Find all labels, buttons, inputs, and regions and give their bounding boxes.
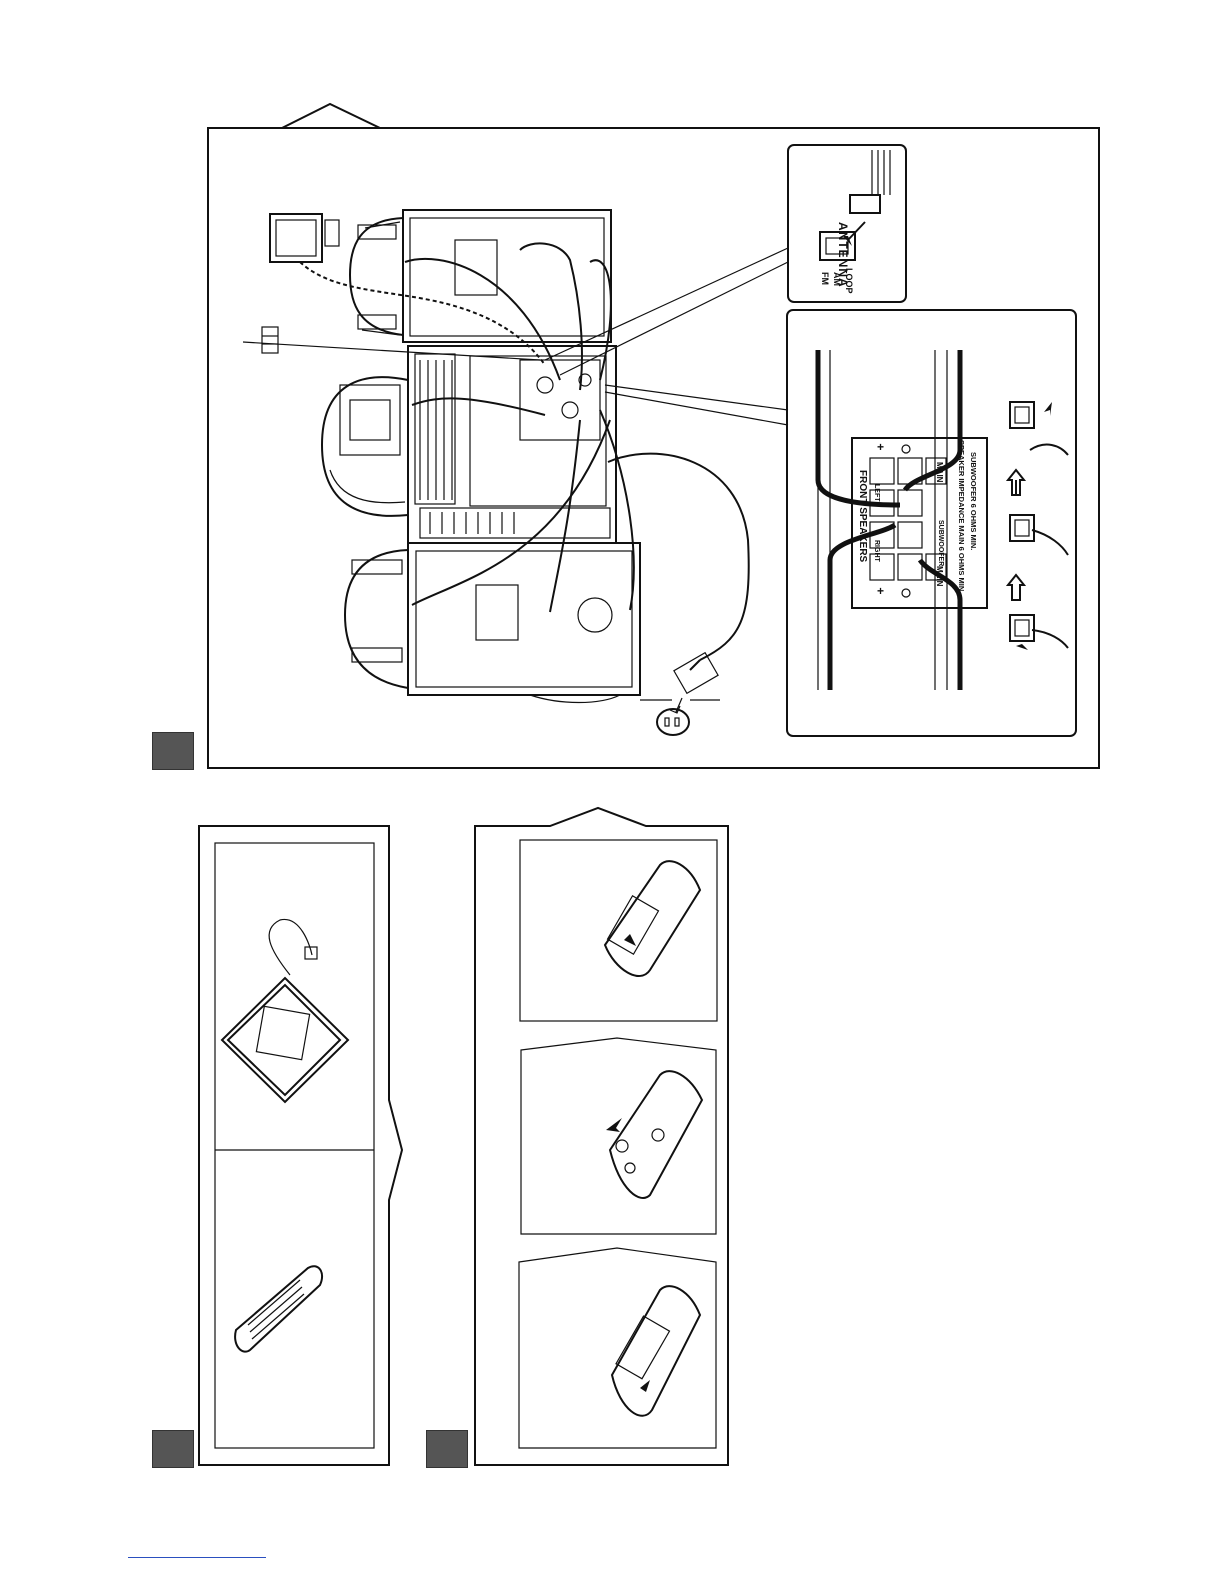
plus-sign-bottom: + xyxy=(877,584,884,598)
plus-sign-top: + xyxy=(877,440,884,454)
power-cord xyxy=(608,454,749,735)
left-label: LEFT xyxy=(873,484,880,502)
subwoofer-label: SUBWOOFER xyxy=(937,520,944,566)
battery-step-1 xyxy=(605,861,700,976)
section-badge-right xyxy=(426,1430,468,1468)
right-label: RIGHT xyxy=(873,540,880,562)
battery-step-3 xyxy=(612,1286,700,1416)
main-label-bottom: MAIN xyxy=(935,566,944,586)
remote-accessory xyxy=(235,1266,322,1351)
section-badge-left xyxy=(152,1430,194,1468)
top-section-frame xyxy=(0,0,1224,790)
impedance-line-2: SUBWOOFER 6 OHMS MIN. xyxy=(969,452,978,550)
cd-unit xyxy=(322,377,408,516)
antenna-label-fm: FM xyxy=(820,272,830,285)
accessories-panel xyxy=(0,800,420,1500)
front-speakers-label: FRONT SPEAKERS xyxy=(857,470,868,562)
antenna-label-loop: LOOP xyxy=(844,268,854,294)
loop-antenna-accessory xyxy=(222,919,348,1102)
battery-step-2 xyxy=(606,1071,702,1198)
battery-steps-panel xyxy=(440,800,750,1480)
main-label-top: MAIN xyxy=(935,462,944,482)
footer-link-underline[interactable] xyxy=(128,1557,266,1558)
main-unit-rear xyxy=(408,346,616,543)
section-badge-top xyxy=(152,732,194,770)
antenna-label-am: AM xyxy=(832,272,842,286)
impedance-line-1: SPEAKER IMPEDANCE MAIN 6 OHMS MIN. xyxy=(957,440,966,593)
fm-wire-antenna xyxy=(243,327,540,360)
speaker-terminal-inset xyxy=(787,310,1076,736)
